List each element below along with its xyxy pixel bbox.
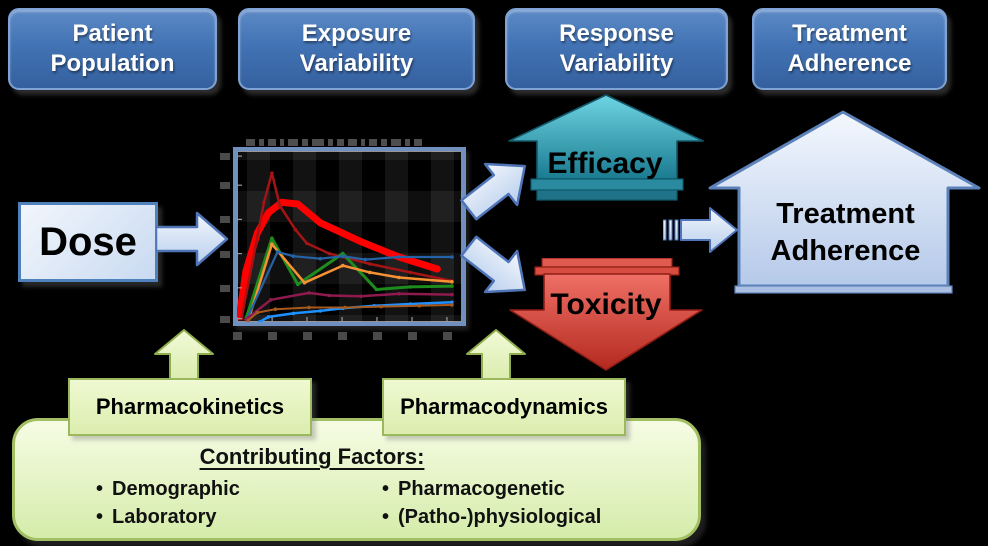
pharmacodynamics-box: Pharmacodynamics	[382, 378, 626, 436]
bullet-icon: •	[382, 506, 390, 528]
list-item: • Laboratory	[96, 503, 366, 531]
pk-concentration-chart	[233, 147, 466, 326]
y-tick-label-illegible	[220, 153, 230, 160]
x-tick-label-illegible	[303, 332, 312, 340]
chart-to-toxicity-arrow-icon	[449, 222, 548, 317]
exposure-variability-box: Exposure Variability	[238, 8, 475, 90]
contributing-factors-box	[12, 418, 701, 541]
dose-to-chart-arrow-icon	[154, 210, 230, 268]
toxicity-down-arrow	[508, 257, 704, 372]
x-tick-label-illegible	[373, 332, 382, 340]
y-tick-label-illegible	[220, 316, 230, 323]
contributing-factors-title: Contributing Factors:	[199, 444, 425, 469]
contributing-factors-left-column: • Demographic • Laboratory	[96, 475, 366, 531]
chart-to-efficacy-arrow-icon	[449, 140, 548, 235]
factor-laboratory: Laboratory	[112, 506, 217, 528]
pk-up-arrow-icon	[152, 328, 216, 384]
treatment-adherence-label: Treatment Adherence	[787, 20, 912, 77]
x-tick-label-illegible	[268, 332, 277, 340]
treatment-adherence-box: Treatment Adherence	[752, 8, 947, 90]
list-item: • (Patho-)physiological	[382, 503, 682, 531]
response-variability-label: Response Variability	[559, 20, 674, 77]
factor-pharmacogenetic: Pharmacogenetic	[398, 478, 565, 500]
to-treatment-adherence-arrow-icon	[662, 199, 741, 261]
factor-demographic: Demographic	[112, 478, 240, 500]
efficacy-up-arrow	[505, 93, 705, 203]
efficacy-label: Efficacy	[547, 147, 663, 180]
y-tick-label-illegible	[220, 285, 230, 292]
pharmacodynamics-label: Pharmacodynamics	[400, 394, 608, 419]
x-tick-label-illegible	[443, 332, 452, 340]
list-item: • Demographic	[96, 475, 366, 503]
exposure-variability-label: Exposure Variability	[299, 20, 414, 77]
pharmacokinetics-label: Pharmacokinetics	[95, 394, 285, 419]
x-tick-label-illegible	[233, 332, 242, 340]
patient-population-label: Patient Population	[50, 20, 175, 77]
response-variability-box: Response Variability	[505, 8, 728, 90]
bullet-icon: •	[96, 478, 104, 500]
y-tick-label-illegible	[220, 216, 230, 223]
pharmacokinetics-box: Pharmacokinetics	[68, 378, 312, 436]
dose-box: Dose	[18, 202, 158, 282]
bullet-icon: •	[382, 478, 390, 500]
toxicity-label: Toxicity	[550, 288, 662, 321]
treatment-adherence-big-arrow	[705, 110, 982, 296]
x-tick-label-illegible	[408, 332, 417, 340]
factor-pathophysiological: (Patho-)physiological	[398, 506, 602, 528]
pd-up-arrow-icon	[464, 328, 528, 384]
list-item: • Pharmacogenetic	[382, 475, 682, 503]
chart-title-illegible	[246, 139, 422, 146]
treatment-adherence-arrow-label: Treatment Adherence	[770, 198, 921, 267]
y-tick-label-illegible	[220, 182, 230, 189]
x-tick-label-illegible	[338, 332, 347, 340]
dose-label: Dose	[39, 219, 137, 264]
contributing-factors-right-column: • Pharmacogenetic • (Patho-)physiological	[382, 475, 682, 531]
bullet-icon: •	[96, 506, 104, 528]
patient-population-box: Patient Population	[8, 8, 217, 90]
y-tick-label-illegible	[220, 251, 230, 258]
